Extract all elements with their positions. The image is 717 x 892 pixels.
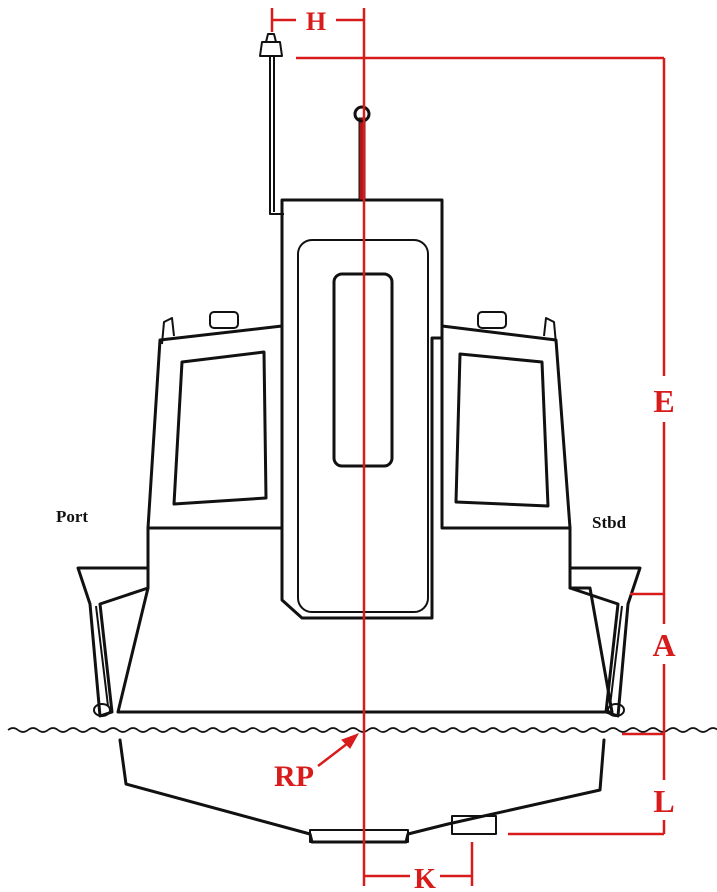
stbd-window — [454, 352, 550, 508]
rp-arrow-head — [341, 733, 360, 749]
center-cabin — [280, 198, 444, 620]
hull-lower — [118, 738, 606, 844]
port-window — [172, 350, 268, 506]
stbd-fender — [607, 703, 625, 717]
keel-shoe — [309, 829, 409, 843]
port-gunwale — [76, 566, 150, 718]
label-port: Port — [56, 507, 88, 526]
stbd-roof-vent — [477, 311, 507, 329]
label-rp: RP — [274, 760, 314, 793]
label-l: L — [653, 783, 674, 819]
label-e: E — [653, 383, 674, 419]
label-k: K — [414, 864, 436, 892]
label-h: H — [306, 7, 326, 36]
boat-outline — [76, 33, 642, 844]
stbd-rail — [543, 317, 557, 345]
labels: H E A L K RP Port Stbd — [56, 6, 676, 892]
antenna — [259, 33, 284, 215]
top-mast-ring — [353, 105, 371, 123]
waterline — [7, 727, 717, 733]
dimension-lines — [270, 8, 666, 886]
label-stbd: Stbd — [592, 513, 627, 532]
port-rail — [161, 317, 175, 345]
label-a: A — [652, 627, 675, 663]
port-fender — [93, 703, 111, 717]
stbd-gunwale — [568, 566, 642, 718]
stbd-skeg — [451, 815, 497, 835]
port-roof-vent — [209, 311, 239, 329]
port-cabin — [146, 324, 284, 530]
